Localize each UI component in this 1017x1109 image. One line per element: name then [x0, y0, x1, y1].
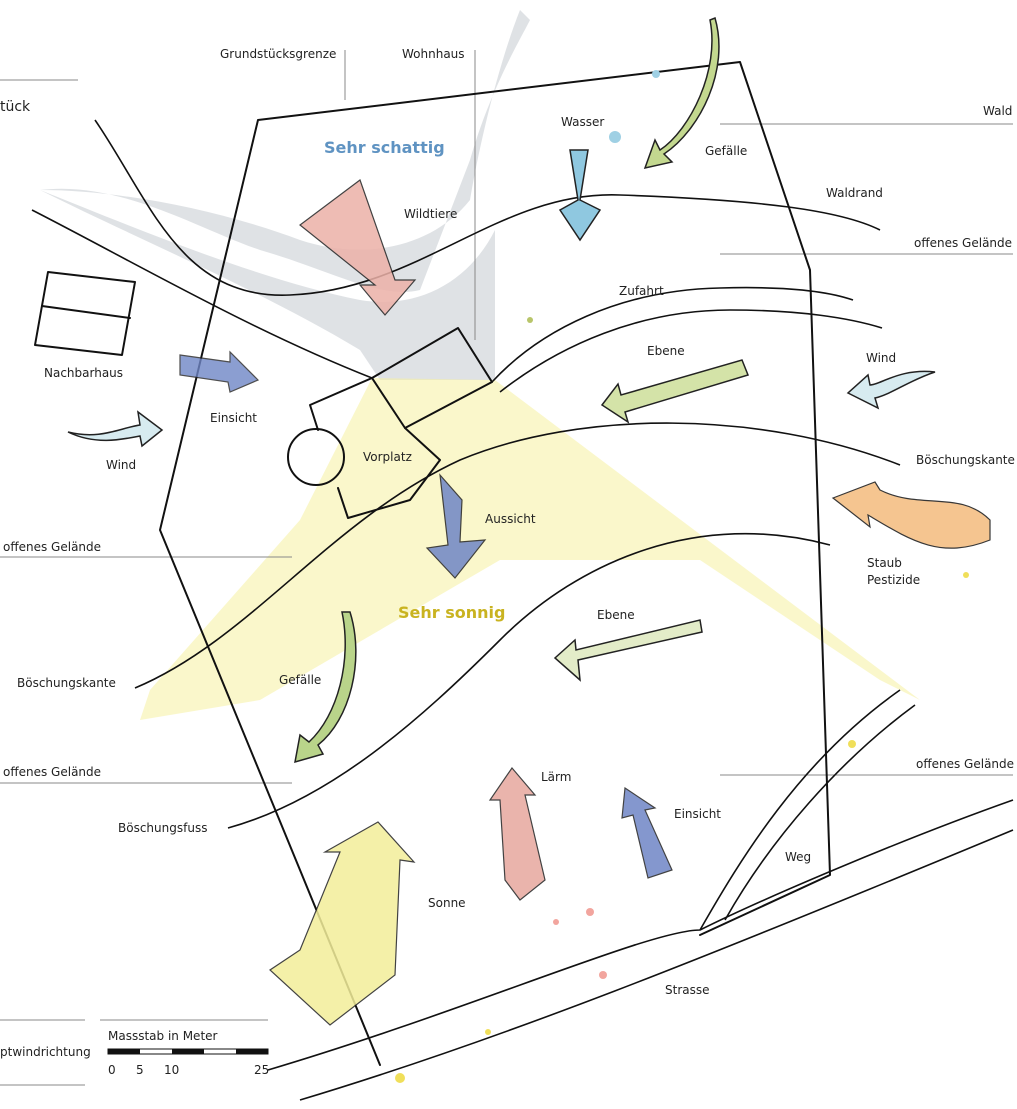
- label-wildtiere: Wildtiere: [404, 207, 457, 221]
- label-offenes-gelaende-left1: offenes Gelände: [3, 540, 101, 554]
- residential-house: [287, 327, 493, 519]
- label-einsicht-bottom: Einsicht: [674, 807, 721, 821]
- label-strasse: Strasse: [665, 983, 710, 997]
- sun-zone: [140, 378, 920, 720]
- arrow-wind-right: [846, 370, 936, 410]
- label-sehr-schattig: Sehr schattig: [324, 138, 445, 157]
- label-wasser: Wasser: [561, 115, 604, 129]
- label-waldrand: Waldrand: [826, 186, 883, 200]
- arrow-view-in-left: [179, 350, 260, 393]
- label-boeschungsfuss: Böschungsfuss: [118, 821, 207, 835]
- label-stueck: tück: [0, 99, 31, 115]
- arrow-level-mid: [553, 619, 703, 682]
- arrow-view-out: [425, 473, 487, 579]
- guide-lines: [0, 50, 1013, 1086]
- zufahrt-road: [491, 286, 883, 393]
- label-pestizide: Pestizide: [867, 573, 920, 587]
- label-ebene-top: Ebene: [647, 344, 685, 358]
- label-boeschungskante-left: Böschungskante: [17, 676, 116, 690]
- label-gefaelle-top: Gefälle: [705, 144, 747, 158]
- label-laerm: Lärm: [541, 770, 571, 784]
- label-ebene-mid: Ebene: [597, 608, 635, 622]
- label-wald: Wald: [983, 104, 1012, 118]
- label-offenes-gelaende-right2: offenes Gelände: [916, 757, 1014, 771]
- arrow-wildlife: [299, 179, 417, 316]
- arrow-dust: [831, 481, 991, 549]
- scale-tick-10: 10: [164, 1063, 179, 1077]
- label-wind-left: Wind: [106, 458, 136, 472]
- arrows: [67, 16, 991, 1026]
- label-grundstuecksgrenze: Grundstücksgrenze: [220, 47, 336, 61]
- arrow-slope-top: [643, 16, 720, 170]
- arrow-sun: [269, 821, 416, 1026]
- label-gefaelle-left: Gefälle: [279, 673, 321, 687]
- scale-tick-5: 5: [136, 1063, 144, 1077]
- label-zufahrt: Zufahrt: [619, 284, 664, 298]
- arrow-water: [558, 149, 602, 242]
- label-wind-right: Wind: [866, 351, 896, 365]
- label-offenes-gelaende-right1: offenes Gelände: [914, 236, 1012, 250]
- label-nachbarhaus: Nachbarhaus: [44, 366, 123, 380]
- label-sonne: Sonne: [428, 896, 466, 910]
- label-boeschungskante-right: Böschungskante: [916, 453, 1015, 467]
- scale-bar: [107, 1048, 269, 1055]
- label-aussicht: Aussicht: [485, 512, 536, 526]
- label-sehr-sonnig: Sehr sonnig: [398, 603, 505, 622]
- label-massstab: Massstab in Meter: [108, 1029, 218, 1043]
- arrow-slope-left: [294, 611, 357, 764]
- arrow-view-in-bottom: [621, 786, 673, 879]
- label-hauptwindrichtung: ptwindrichtung: [0, 1045, 91, 1059]
- neighbour-house: [34, 271, 136, 356]
- arrow-noise: [488, 767, 546, 901]
- label-offenes-gelaende-left2: offenes Gelände: [3, 765, 101, 779]
- scale-tick-25: 25: [254, 1063, 269, 1077]
- label-staub: Staub: [867, 556, 902, 570]
- decor-dots: [395, 70, 969, 1083]
- contour-lines: [31, 119, 901, 829]
- arrow-level-top: [600, 359, 750, 424]
- label-vorplatz: Vorplatz: [363, 450, 412, 464]
- arrow-wind-left: [67, 410, 164, 448]
- label-einsicht-left: Einsicht: [210, 411, 257, 425]
- label-wohnhaus: Wohnhaus: [402, 47, 465, 61]
- label-weg: Weg: [785, 850, 811, 864]
- scale-tick-0: 0: [108, 1063, 116, 1077]
- street: [267, 689, 1014, 1101]
- shade-zone: [40, 10, 530, 380]
